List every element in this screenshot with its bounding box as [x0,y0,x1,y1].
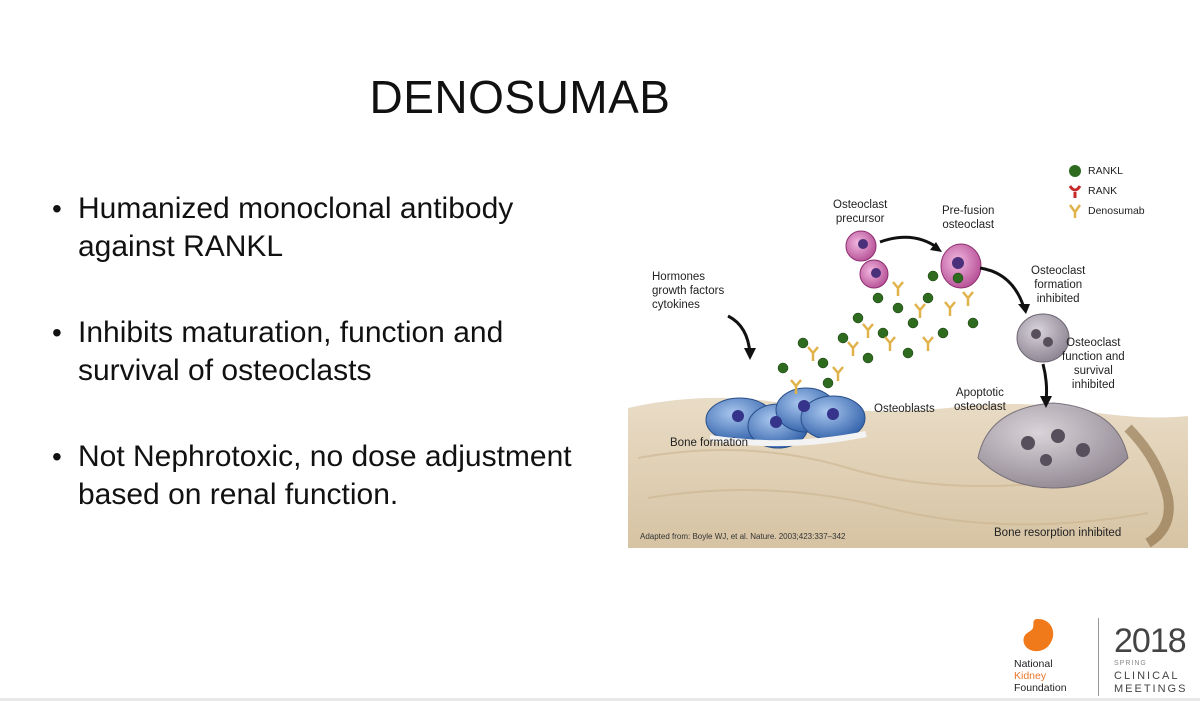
figure-illustration [628,230,1188,548]
meeting-name: CLINICAL MEETINGS [1114,670,1187,696]
org-line-2: Kidney [1014,670,1047,682]
label-osteoclast-function-inhibited: Osteoclast function and survival inhibit… [1062,337,1125,391]
bullet-item: Not Nephrotoxic, no dose adjustment base… [52,438,612,514]
label-apoptotic-osteoclast: Apoptotic osteoclast [954,387,1006,413]
footer-branding: National Kidney Foundation 2018 SPRING C… [1010,614,1190,698]
inhibited-osteoclast-cell [1016,313,1070,363]
label-bone-resorption-inhibited: Bone resorption inhibited [994,527,1122,539]
slide-title: DENOSUMAB [369,71,671,123]
bullet-list: Humanized monoclonal antibody against RA… [52,190,612,562]
arrows [727,235,1049,403]
legend-rank: RANK [1068,184,1117,198]
apoptotic-osteoclast-cell [977,402,1129,489]
org-line-3: Foundation [1014,682,1067,694]
nkf-kidney-logo-icon [1023,619,1054,652]
label-osteoclast-formation-inhibited: Osteoclast formation inhibited [1031,265,1086,305]
label-pre-fusion-osteoclast: Pre-fusion osteoclast [942,205,995,231]
bottom-rule [0,698,1200,701]
rankl-and-denosumab-molecules [777,270,979,394]
meeting-name-line-2: MEETINGS [1114,683,1188,695]
denosumab-mechanism-figure: RANKL RANK Denosumab Osteoclast precurso… [628,158,1188,548]
rank-icon [1068,184,1082,198]
label-hormones: Hormones growth factors cytokines [652,271,725,311]
legend-rankl: RANKL [1068,164,1123,178]
legend-label: Denosumab [1088,205,1145,217]
legend-denosumab: Denosumab [1068,204,1145,218]
legend-label: RANK [1088,185,1118,197]
label-osteoblasts: Osteoblasts [874,403,935,415]
org-line-1: National [1014,658,1053,670]
pre-fusion-osteoclast-cell [940,243,982,289]
meeting-season: SPRING [1114,660,1147,667]
legend-label: RANKL [1088,165,1124,177]
denosumab-icon [1068,204,1082,218]
label-bone-formation: Bone formation [670,437,748,449]
figure-citation: Adapted from: Boyle WJ, et al. Nature. 2… [640,532,846,541]
bullet-item: Humanized monoclonal antibody against RA… [52,190,612,266]
bullet-item: Inhibits maturation, function and surviv… [52,314,612,390]
rankl-icon [1068,164,1082,178]
osteoblast-cells [705,387,867,449]
osteoclast-precursor-cells [845,230,889,289]
label-osteoclast-precursor: Osteoclast precursor [833,199,888,225]
meeting-year: 2018 [1114,622,1187,660]
footer-divider [1098,618,1099,696]
meeting-name-line-1: CLINICAL [1114,670,1180,682]
nkf-wordmark: National Kidney Foundation [1014,658,1067,694]
